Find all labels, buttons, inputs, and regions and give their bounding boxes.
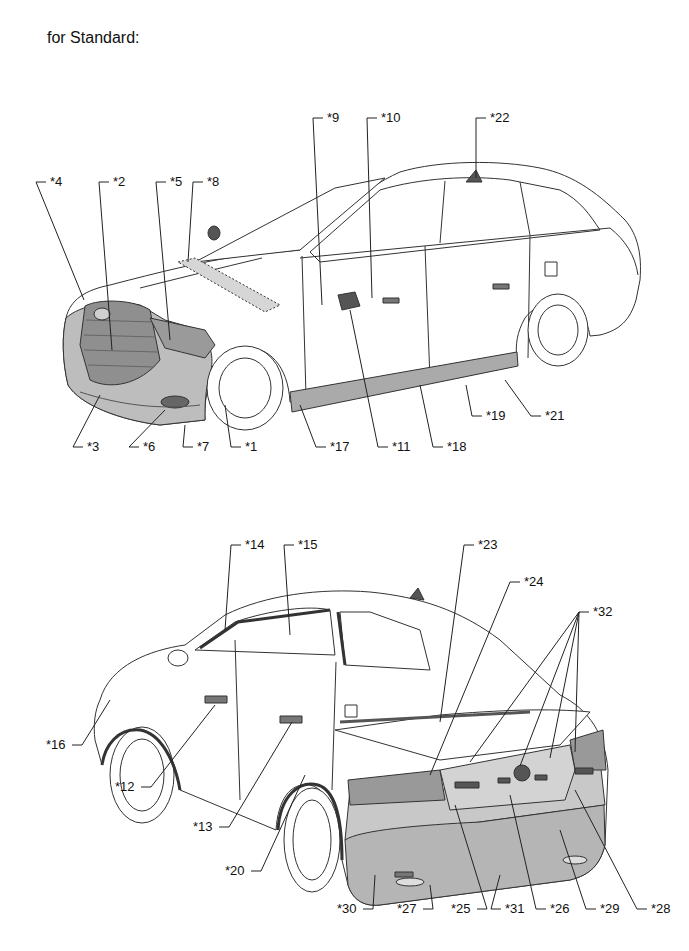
- callout-number: *11: [392, 439, 411, 455]
- callout-number: *14: [245, 537, 265, 553]
- callout-number: *6: [143, 439, 155, 455]
- callout-number: *1: [245, 439, 257, 455]
- callout-number: *5: [170, 174, 182, 190]
- callout-number: *25: [451, 901, 471, 917]
- callout-number: *10: [381, 110, 401, 126]
- callout-number: *2: [113, 174, 125, 190]
- callout-number: *7: [197, 439, 209, 455]
- callout-number: *31: [505, 901, 525, 917]
- callout-number: *26: [550, 901, 570, 917]
- callout-number: *4: [50, 174, 62, 190]
- callout-number: *24: [524, 574, 544, 590]
- callout-number: *19: [486, 408, 506, 424]
- callout-number: *8: [207, 174, 219, 190]
- leader-lines: [36, 118, 647, 909]
- callout-number: *13: [193, 819, 213, 835]
- callout-number: *16: [46, 737, 66, 753]
- callout-number: *9: [327, 110, 339, 126]
- callout-number: *30: [337, 901, 357, 917]
- callout-number: *3: [87, 439, 99, 455]
- callout-number: *23: [478, 537, 498, 553]
- callout-number: *28: [651, 901, 671, 917]
- callout-number: *15: [298, 537, 318, 553]
- callout-number: *32: [593, 604, 613, 620]
- callout-number: *18: [447, 439, 467, 455]
- callout-number: *29: [600, 901, 620, 917]
- callout-number: *22: [490, 110, 510, 126]
- callout-number: *20: [225, 863, 245, 879]
- callout-number: *27: [397, 901, 417, 917]
- heading: for Standard:: [47, 30, 140, 46]
- callout-number: *21: [545, 408, 565, 424]
- callout-number: *17: [330, 439, 350, 455]
- callout-number: *12: [115, 779, 135, 795]
